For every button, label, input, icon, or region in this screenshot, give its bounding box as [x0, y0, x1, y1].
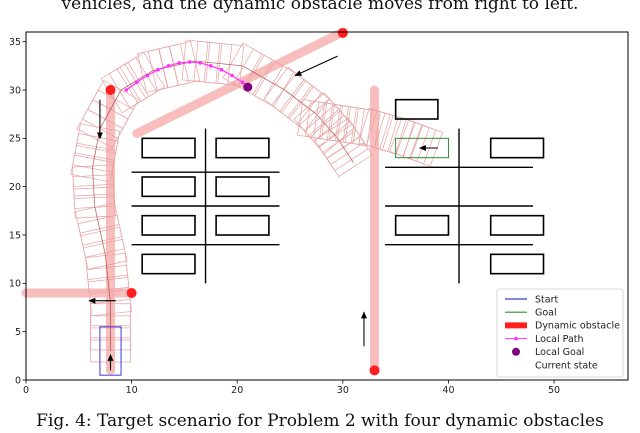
local-path-point: [240, 80, 245, 85]
local-path-point: [166, 64, 171, 68]
parking-slot-7: [141, 253, 196, 275]
axes-frame: [25, 31, 629, 381]
legend-handle-marker: [514, 336, 518, 341]
x-tick-label: 50: [548, 385, 560, 396]
legend-label-start: Start: [535, 294, 558, 305]
y-tick-label: 10: [9, 279, 21, 290]
dynamic-obstacle-point-4: [369, 365, 380, 376]
trail-outline: [92, 60, 354, 351]
y-tick-label: 20: [9, 182, 21, 193]
local-path-point: [230, 73, 234, 78]
dynamic-obstacle-point-3: [126, 288, 137, 298]
footprint-box: [352, 107, 381, 148]
legend-handle-lgoal: [512, 347, 520, 356]
parking-slot-10: [394, 214, 450, 236]
parking-slot-3: [141, 176, 196, 198]
parking-slot-2: [215, 137, 270, 159]
start-box: [99, 326, 122, 376]
legend-label-dyn: Dynamic obstacle: [535, 321, 620, 332]
scenario-plot: 0 10 20 30 40 50 0 5 10 15 20 25 30 35StartGoalDynami…: [9, 27, 629, 396]
parking-slot-8: [394, 98, 439, 120]
x-tick-label: 30: [337, 385, 349, 396]
y-tick-label: 15: [9, 230, 21, 241]
local-path-point: [124, 88, 129, 92]
parking-slot-6: [215, 214, 270, 236]
y-tick-label: 30: [9, 85, 21, 96]
y-tick-label: 35: [9, 37, 21, 48]
y-tick-label: 5: [15, 327, 21, 338]
legend-box: [496, 288, 624, 378]
legend-label-lgoal: Local Goal: [535, 347, 584, 358]
vehicle-trail: [70, 39, 373, 363]
dynamic-obstacle-point-1: [105, 85, 116, 95]
dynamic-obstacle-point-2: [337, 27, 348, 38]
parking-slot-9: [489, 137, 545, 159]
dynamic-obstacle-arrow-2: [294, 55, 338, 77]
figure-header-text: vehicles, and the dynamic obstacle moves…: [61, 0, 579, 14]
legend-label-path: Local Path: [535, 334, 584, 345]
legend-label-cur: Current state: [535, 360, 598, 371]
x-tick-label: 20: [231, 385, 243, 396]
x-tick-label: 0: [23, 385, 29, 396]
parking-slot-5: [141, 214, 196, 236]
local-path-point: [177, 61, 181, 65]
legend-label-goal: Goal: [535, 308, 557, 319]
parking-slot-12: [489, 253, 545, 275]
local-path-point: [219, 67, 224, 72]
parking-slot-1: [141, 137, 196, 159]
parking-slot-4: [215, 176, 270, 198]
local-path-point: [209, 64, 213, 68]
local-goal-point: [243, 82, 253, 92]
footprint-box: [409, 124, 443, 167]
y-tick-label: 0: [15, 375, 21, 386]
local-path-point: [156, 67, 160, 72]
local-path-point: [187, 60, 192, 64]
vehicle-trail-upper: [297, 99, 443, 167]
x-tick-label: 10: [126, 385, 138, 396]
parking-slot-11: [489, 214, 545, 236]
local-path-point: [135, 80, 139, 85]
local-path-point: [198, 61, 203, 65]
x-tick-label: 40: [442, 385, 454, 396]
goal-box: [395, 137, 449, 159]
y-tick-label: 25: [9, 134, 21, 145]
local-path-point: [145, 73, 150, 78]
figure-caption: Fig. 4: Target scenario for Problem 2 wi…: [36, 411, 604, 431]
